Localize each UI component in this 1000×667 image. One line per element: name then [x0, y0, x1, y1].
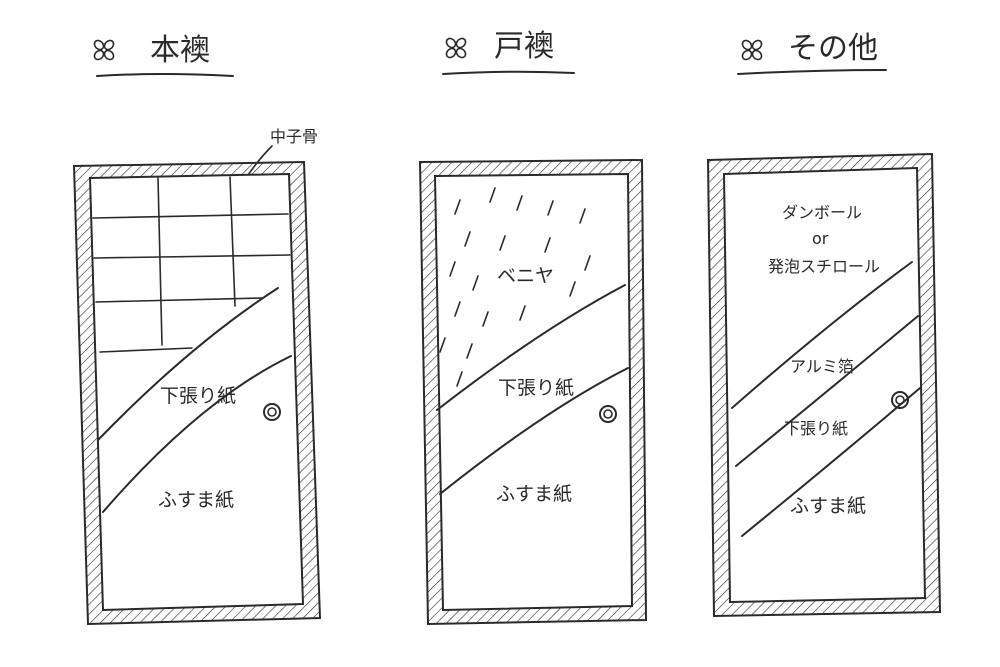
panel-tofusuma: 戸襖 ベニヤ 下張り紙 ふすま紙	[418, 29, 648, 626]
layer-line-bottom	[439, 367, 629, 495]
callout-label: 中子骨	[270, 127, 318, 146]
layer-line-bottom	[102, 355, 292, 513]
title-underline	[442, 70, 575, 75]
flower-bullet-icon	[741, 39, 763, 61]
foil-label: アルミ箔	[790, 357, 854, 376]
door-pull-knob	[891, 391, 909, 409]
under-paper-label: 下張り紙	[160, 385, 236, 407]
flower-bullet-icon	[445, 37, 467, 59]
veneer-label: ベニヤ	[497, 265, 554, 287]
title-underline	[96, 73, 234, 77]
layer-line-2	[735, 315, 919, 467]
panel-other: その他 ダンボール or 発泡スチロール アルミ箔 下張り紙 ふすま紙	[706, 31, 942, 618]
cardboard-label: ダンボール	[782, 203, 862, 222]
panel-title: その他	[788, 31, 878, 66]
layer-line-1	[731, 261, 913, 409]
door-panel	[88, 172, 305, 612]
door-panel	[433, 172, 634, 612]
title-underline	[737, 69, 887, 75]
layer-line-3	[741, 387, 921, 537]
panel-title: 本襖	[150, 33, 210, 68]
styrofoam-label: 発泡スチロール	[768, 257, 880, 276]
fusuma-paper-label: ふすま紙	[790, 495, 866, 517]
fusuma-paper-label: ふすま紙	[158, 489, 234, 511]
flower-bullet-icon	[93, 39, 115, 61]
panel-title: 戸襖	[494, 29, 554, 64]
door-panel	[722, 166, 927, 604]
door-pull-knob	[263, 403, 281, 421]
layer-line-top	[436, 284, 626, 411]
or-label: or	[812, 229, 829, 248]
layer-line-top	[97, 287, 279, 441]
lattice-grid	[92, 176, 291, 353]
panel-honfusuma: 本襖 中子骨 下張り紙 ふすま紙	[72, 33, 322, 626]
under-paper-label: 下張り紙	[784, 419, 848, 438]
veneer-texture	[439, 187, 591, 387]
door-pull-knob	[599, 405, 617, 423]
under-paper-label: 下張り紙	[498, 377, 574, 399]
fusuma-paper-label: ふすま紙	[496, 483, 572, 505]
